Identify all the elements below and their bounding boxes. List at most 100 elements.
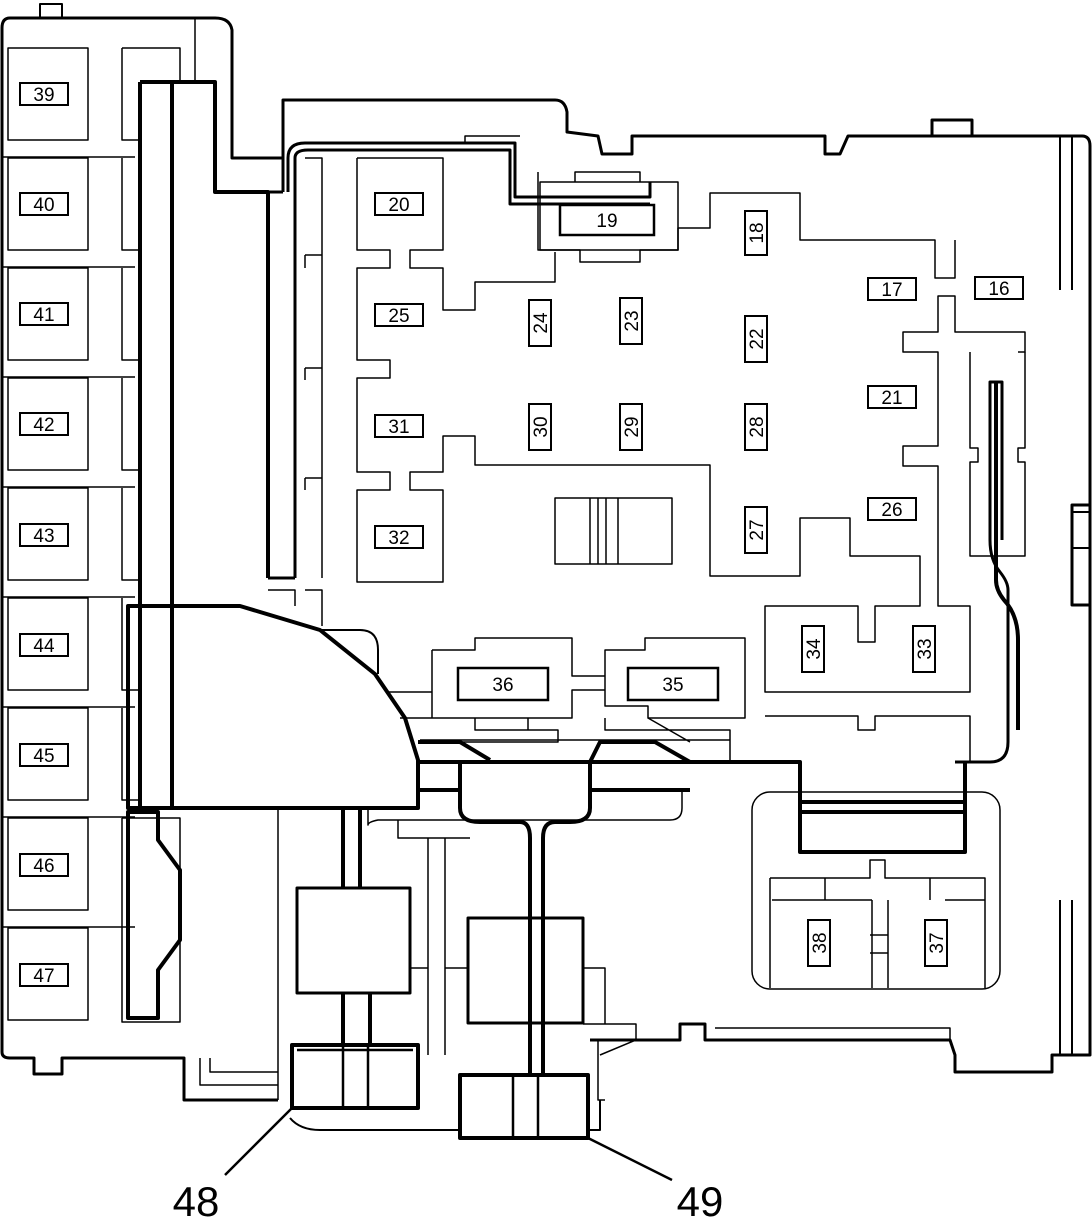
fuse-33-label: 33: [915, 638, 936, 659]
fuse-21-box: [867, 385, 917, 409]
fuse-26-label: 26: [881, 500, 902, 521]
fuse-40-box: [19, 192, 69, 216]
right-harness: [955, 380, 1010, 764]
fuse-47-label: 47: [33, 966, 54, 987]
lower-left-clip: [126, 810, 182, 1020]
right-clip-inner: [1072, 511, 1091, 549]
fuse-20-label: 20: [388, 195, 409, 216]
bus-inner: [268, 158, 285, 194]
harness-wedge-top: [418, 740, 691, 764]
fuse-17-box: [867, 277, 917, 301]
left-column-outline: [10, 16, 1092, 1074]
harness-top: [418, 760, 967, 1075]
fuse-17-label: 17: [881, 280, 902, 301]
fuse-18-label: 18: [747, 222, 768, 243]
fuse-37-box: [924, 919, 948, 967]
fuse-33-box: [912, 625, 936, 673]
fuse-36-label: 36: [492, 675, 513, 696]
fuse-24-label: 24: [531, 312, 552, 334]
fuse-38-box: [807, 919, 831, 967]
fuse-27-box: [744, 506, 768, 554]
connector-48: [290, 1043, 420, 1110]
fuse-44-box: [19, 633, 69, 657]
inner-body: [286, 141, 652, 199]
fuse-46-label: 46: [33, 856, 54, 877]
fuse-29-label: 29: [622, 416, 643, 437]
callout-48-label: 48: [173, 1178, 220, 1225]
relay-35-36-block: [388, 637, 746, 743]
fuse-19-box: [558, 203, 656, 237]
fuse-26-box: [867, 497, 917, 521]
fuse-20-box: [374, 192, 424, 216]
fuse-19-label: 19: [596, 211, 617, 232]
lower-mid-lines: [277, 790, 683, 1101]
fuse-22-label: 22: [747, 328, 768, 349]
lower-right-tray-inner: [769, 859, 986, 988]
harness-main: [460, 760, 592, 1075]
fuse-32-label: 32: [388, 528, 409, 549]
right-clip: [1070, 503, 1090, 607]
bracket-right: [466, 916, 585, 1025]
fuse-cage-right: [800, 800, 967, 852]
callout-49-label: 49: [677, 1178, 724, 1225]
callout-line-49: [587, 1136, 673, 1182]
right-pin: [994, 382, 1020, 730]
fuse-41-box: [19, 302, 69, 326]
relay-block: [554, 497, 673, 565]
harness-left: [341, 808, 372, 1045]
fuse-28-box: [744, 403, 768, 451]
fuse-47-box: [19, 963, 69, 987]
callout-line-48: [224, 1107, 293, 1176]
fuse-28-label: 28: [747, 416, 768, 437]
right-inner-rail: [1059, 136, 1073, 1055]
connector-48-lines: [297, 1045, 413, 1108]
fuse-46-box: [19, 853, 69, 877]
top-right-tab: [930, 118, 974, 136]
left-col-rails: [121, 18, 196, 1023]
lower-rails: [420, 717, 731, 760]
fuse-45-label: 45: [33, 746, 54, 767]
fuse-18-box: [744, 210, 768, 256]
fuse-21-label: 21: [881, 388, 902, 409]
fuse-44-label: 44: [33, 636, 55, 657]
fuse-31-box: [374, 414, 424, 438]
connector-49: [458, 1073, 590, 1140]
fuse-30-box: [528, 403, 552, 451]
connector-base: [289, 1100, 601, 1131]
fuse-45-box: [19, 743, 69, 767]
fuse-27-label: 27: [747, 519, 768, 540]
fuse-23-label: 23: [622, 310, 643, 331]
fuse-30-label: 30: [531, 416, 552, 437]
top-tab: [39, 3, 63, 18]
inner-left-wall-2: [268, 157, 323, 626]
fuse-16-box: [974, 276, 1024, 300]
fuse-31-label: 31: [388, 417, 409, 438]
inner-body-2: [293, 148, 650, 206]
fuse-19-holder: [539, 181, 679, 251]
fuse-38-label: 38: [810, 932, 831, 953]
bus-wedge-inner: [171, 606, 379, 808]
fuse-24-box: [528, 299, 552, 347]
inner-left-wall: [268, 158, 297, 580]
fuse-16-label: 16: [988, 279, 1009, 300]
bottom-right-rail: [715, 1027, 951, 1041]
fuse-42-label: 42: [33, 415, 54, 436]
fuse-39-box: [19, 82, 69, 106]
cavity-20-left: [356, 158, 1026, 693]
fuse-29-box: [619, 403, 643, 451]
fuse-35-label: 35: [662, 675, 683, 696]
relay-block-lines: [589, 498, 619, 564]
fuse-39-label: 39: [33, 85, 54, 106]
connector-49-lines: [511, 1075, 540, 1138]
relay-33-34-lower: [765, 715, 971, 762]
fuse-22-box: [744, 315, 768, 363]
fuse-43-box: [19, 523, 69, 547]
left-outer-wall: [0, 16, 278, 1102]
fuse-43-label: 43: [33, 526, 54, 547]
fuse-40-label: 40: [33, 195, 54, 216]
fuse-32-box: [374, 525, 424, 549]
cavity-20: [357, 157, 556, 311]
fuse-35-box: [626, 666, 720, 702]
fuse-23-box: [619, 297, 643, 345]
